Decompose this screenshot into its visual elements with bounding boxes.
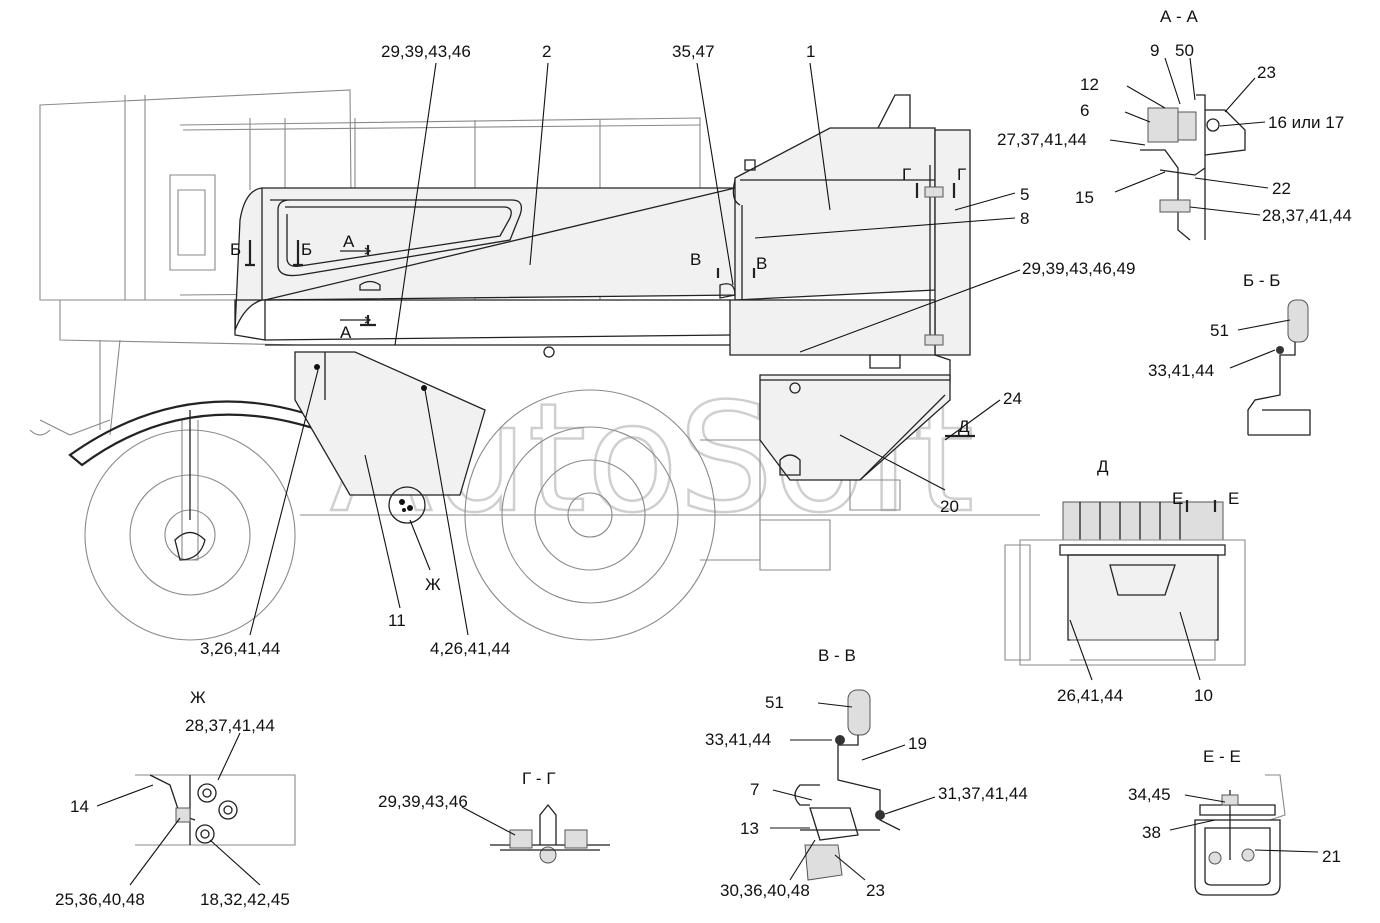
main-view: 29,39,43,46 2 35,47 1 5 8 29,39,43,46,49… bbox=[29, 42, 1135, 658]
vv-label-23: 23 bbox=[866, 881, 885, 900]
ee-label-34-45: 34,45 bbox=[1128, 785, 1171, 804]
label-8: 8 bbox=[1020, 209, 1029, 228]
label-29-39-43-46-49: 29,39,43,46,49 bbox=[1022, 259, 1135, 278]
label-zh: Ж bbox=[425, 575, 441, 594]
aa-label-50: 50 bbox=[1175, 41, 1194, 60]
view-d: Д Е Е 26,41,44 10 bbox=[1004, 457, 1246, 705]
aa-label-22: 22 bbox=[1272, 179, 1291, 198]
gg-label-29-39-43-46: 29,39,43,46 bbox=[378, 792, 468, 811]
aa-label-23: 23 bbox=[1257, 63, 1276, 82]
section-marks bbox=[245, 183, 975, 438]
zh-label-18-32-42-45: 18,32,42,45 bbox=[200, 890, 290, 909]
label-2: 2 bbox=[542, 42, 551, 61]
d-label-10: 10 bbox=[1194, 686, 1213, 705]
ee-label-38: 38 bbox=[1142, 823, 1161, 842]
label-20: 20 bbox=[940, 497, 959, 516]
label-29-39-43-46: 29,39,43,46 bbox=[381, 42, 471, 61]
ee-label-21: 21 bbox=[1322, 847, 1341, 866]
vv-label-31-37-41-44: 31,37,41,44 bbox=[938, 784, 1028, 803]
d-label-26-41-44: 26,41,44 bbox=[1057, 686, 1123, 705]
vv-label-51: 51 bbox=[765, 693, 784, 712]
section-b-right: Б bbox=[301, 240, 312, 259]
view-zh: Ж 28,37,41,44 14 25,36,40,48 18,32,42,45 bbox=[55, 688, 296, 909]
view-v-v-title: В - В bbox=[818, 646, 856, 665]
zh-label-14: 14 bbox=[70, 797, 89, 816]
label-5: 5 bbox=[1020, 185, 1029, 204]
bb-label-33-41-44: 33,41,44 bbox=[1148, 361, 1214, 380]
section-v-right: В bbox=[756, 254, 767, 273]
view-d-title: Д bbox=[1097, 457, 1109, 476]
section-g-left: Г bbox=[902, 165, 911, 184]
label-1: 1 bbox=[806, 42, 815, 61]
aa-label-6: 6 bbox=[1080, 101, 1089, 120]
vv-label-7: 7 bbox=[750, 780, 759, 799]
label-24: 24 bbox=[1003, 389, 1022, 408]
aa-label-9: 9 bbox=[1150, 41, 1159, 60]
section-a-top: А bbox=[343, 232, 355, 251]
view-g-g: Г - Г 29,39,43,46 bbox=[378, 769, 610, 864]
zh-label-28-37-41-44: 28,37,41,44 bbox=[185, 716, 275, 735]
label-3-26-41-44: 3,26,41,44 bbox=[200, 639, 280, 658]
lower-guard bbox=[759, 374, 951, 481]
machine-background bbox=[29, 89, 1040, 641]
view-b-b: Б - Б 51 33,41,44 bbox=[1148, 271, 1311, 436]
aa-label-15: 15 bbox=[1075, 188, 1094, 207]
tank-panel bbox=[234, 187, 741, 358]
view-b-b-title: Б - Б bbox=[1243, 271, 1280, 290]
section-g-right: Г bbox=[957, 165, 966, 184]
vv-label-13: 13 bbox=[740, 819, 759, 838]
aa-label-27-37-41-44: 27,37,41,44 bbox=[997, 130, 1087, 149]
d-label-e-left: Е bbox=[1172, 489, 1183, 508]
label-11: 11 bbox=[388, 611, 406, 630]
section-a-bottom: А bbox=[340, 323, 352, 342]
aa-label-28-37-41-44: 28,37,41,44 bbox=[1262, 206, 1352, 225]
view-e-e-title: Е - Е bbox=[1203, 747, 1241, 766]
view-zh-title: Ж bbox=[190, 688, 206, 707]
label-4-26-41-44: 4,26,41,44 bbox=[430, 639, 510, 658]
view-a-a: А - А 9 50 23 12 6 16 или 17 27,37,41,44… bbox=[997, 7, 1352, 241]
d-label-e-right: Е bbox=[1228, 489, 1239, 508]
zh-label-25-36-40-48: 25,36,40,48 bbox=[55, 890, 145, 909]
aa-label-16-17: 16 или 17 bbox=[1268, 113, 1344, 132]
view-v-v: В - В 51 33,41,44 19 7 31,37,41,44 13 30… bbox=[705, 646, 1028, 900]
aa-label-12: 12 bbox=[1080, 75, 1099, 94]
view-e-e: Е - Е 34,45 38 21 bbox=[1128, 747, 1341, 896]
vv-label-33-41-44: 33,41,44 bbox=[705, 730, 771, 749]
label-35-47: 35,47 bbox=[672, 42, 715, 61]
view-g-g-title: Г - Г bbox=[522, 769, 556, 788]
vv-label-30-36-40-48: 30,36,40,48 bbox=[720, 881, 810, 900]
section-v-left: В bbox=[690, 250, 701, 269]
leader-lines bbox=[249, 62, 1021, 636]
section-b-left: Б bbox=[230, 240, 241, 259]
vv-label-19: 19 bbox=[908, 734, 927, 753]
bb-label-51: 51 bbox=[1210, 321, 1229, 340]
main-labels: 29,39,43,46 2 35,47 1 5 8 29,39,43,46,49… bbox=[200, 42, 1135, 658]
view-a-a-title: А - А bbox=[1160, 7, 1198, 26]
section-d-arrow: Д bbox=[958, 417, 970, 436]
